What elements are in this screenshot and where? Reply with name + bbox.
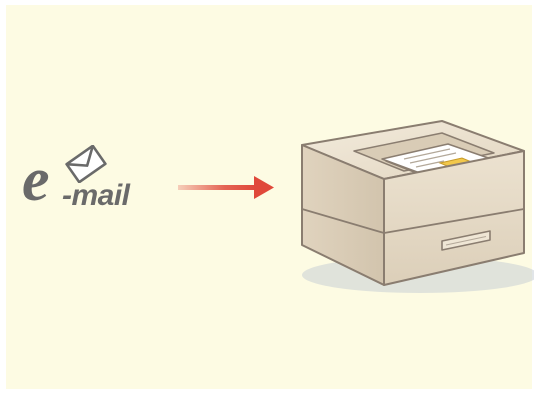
email-word: -mail (62, 181, 130, 211)
illustration-panel: e -mail (6, 5, 532, 389)
printer-icon (294, 113, 534, 303)
envelope-icon (62, 145, 110, 183)
arrow-right-icon (178, 173, 278, 203)
email-logo: e -mail (22, 145, 142, 225)
email-letter-e: e (22, 149, 50, 211)
